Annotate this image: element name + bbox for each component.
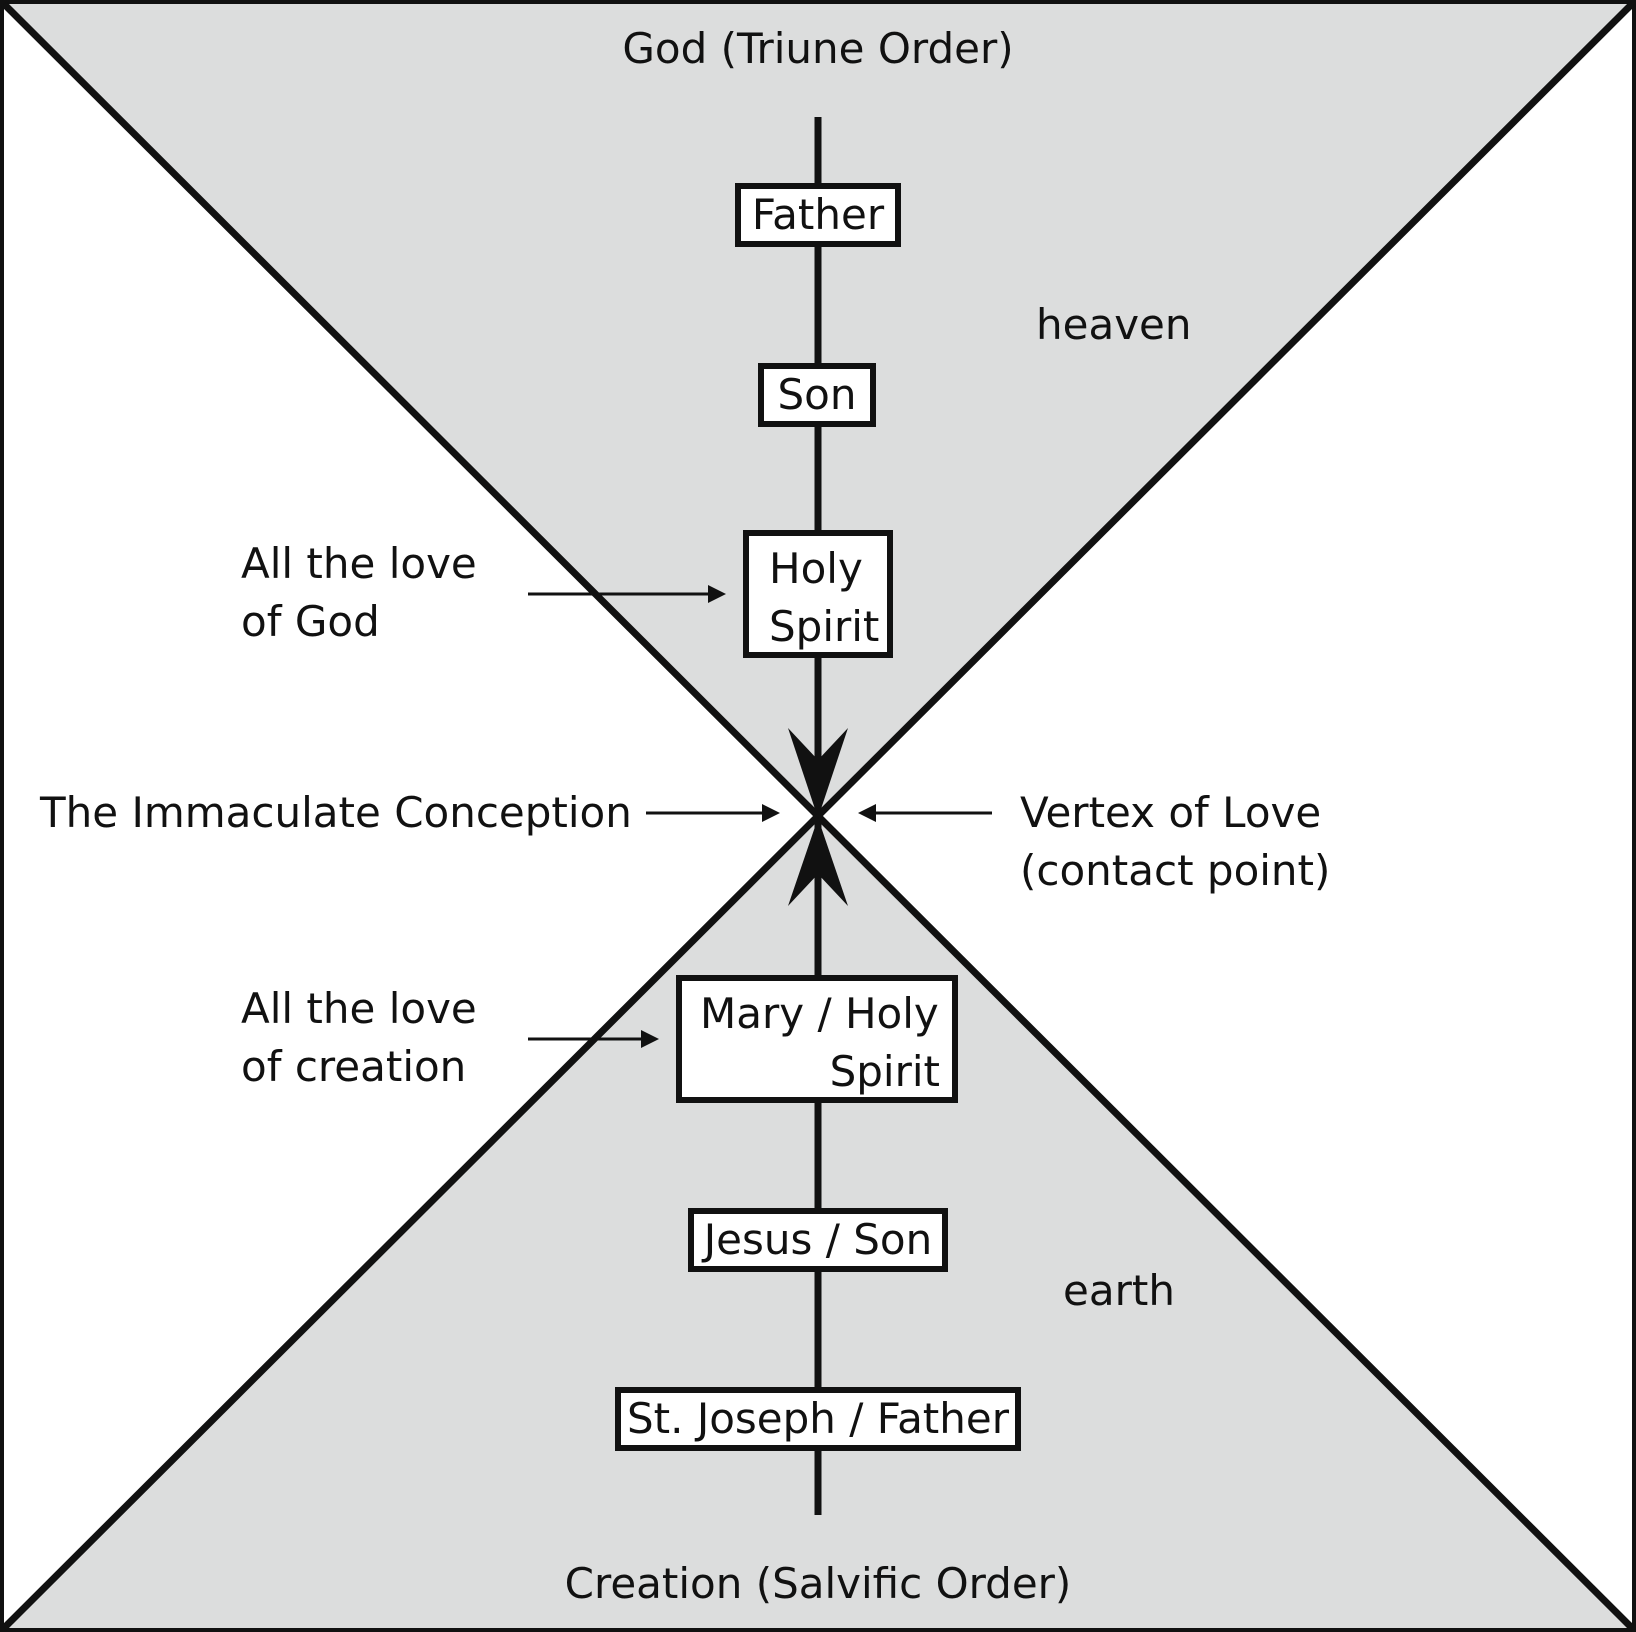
holy-spirit-box: Holy Spirit (743, 530, 893, 658)
up-arrowhead (788, 818, 848, 906)
love-of-god-label: All the love of God (241, 535, 477, 651)
st-joseph-father-box: St. Joseph / Father (615, 1387, 1021, 1451)
father-label: Father (751, 190, 885, 239)
arrow-vertex-of-love (858, 804, 992, 822)
jesus-son-box: Jesus / Son (688, 1208, 948, 1272)
son-label: Son (777, 370, 857, 419)
jesus-son-label: Jesus / Son (703, 1215, 933, 1264)
love-of-creation-label: All the love of creation (241, 980, 477, 1096)
heaven-label: heaven (1036, 300, 1192, 349)
down-arrowhead (788, 728, 848, 818)
vertex-label-line1: Vertex of Love (1020, 788, 1322, 837)
love-of-god-line1: All the love (241, 539, 477, 588)
love-of-god-line2: of God (241, 597, 380, 646)
holy-spirit-line1: Holy (769, 544, 863, 593)
vertex-label-line2: (contact point) (1020, 846, 1331, 895)
st-joseph-father-label: St. Joseph / Father (627, 1394, 1009, 1443)
love-of-creation-line1: All the love (241, 984, 477, 1033)
immaculate-conception-label: The Immaculate Conception (40, 788, 632, 837)
arrow-immaculate-conception (646, 804, 780, 822)
earth-label: earth (1063, 1266, 1175, 1315)
son-box: Son (758, 363, 876, 427)
love-of-creation-line2: of creation (241, 1042, 467, 1091)
top-title: God (Triune Order) (622, 24, 1014, 73)
arrow-love-of-creation (528, 1030, 659, 1048)
mary-line2: Spirit (829, 1047, 940, 1096)
mary-line1: Mary / Holy (700, 989, 939, 1038)
vertex-of-love-label: Vertex of Love (contact point) (1020, 784, 1330, 900)
arrow-love-of-god (528, 585, 726, 603)
holy-spirit-line2: Spirit (769, 602, 880, 651)
mary-holy-spirit-box: Mary / Holy Spirit (676, 975, 958, 1103)
bottom-title: Creation (Salvific Order) (564, 1559, 1072, 1608)
father-box: Father (735, 183, 901, 247)
